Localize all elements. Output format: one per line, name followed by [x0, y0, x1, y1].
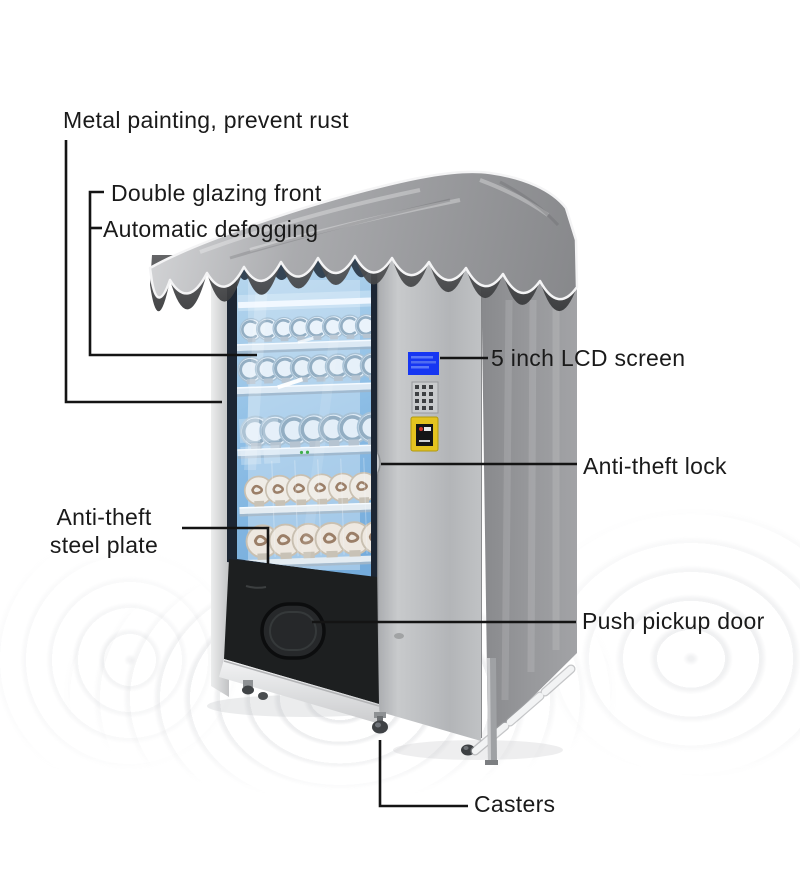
glass-reflection	[244, 254, 270, 470]
led-glint	[277, 377, 304, 390]
callout-line-metal-painting	[64, 140, 222, 404]
lcd-screen	[408, 352, 439, 375]
base-frame	[219, 659, 380, 724]
canopy-folds	[199, 178, 550, 254]
callout-label-anti-theft-steel-plate: Anti-theft steel plate	[33, 503, 175, 559]
panel-scratch	[245, 585, 267, 589]
callout-label-lcd-screen: 5 inch LCD screen	[491, 345, 686, 371]
window-reflection	[238, 417, 281, 466]
caster-wheels	[242, 680, 475, 756]
door-dimple	[394, 633, 404, 639]
pickup-door	[260, 602, 326, 660]
cover-folds	[501, 299, 560, 701]
shelves	[237, 339, 371, 569]
callout-lines	[64, 140, 577, 808]
callout-label-metal-painting: Metal painting, prevent rust	[63, 107, 349, 133]
lane-dividers	[271, 457, 368, 557]
callout-line-double-glazing	[88, 190, 257, 357]
callout-label-push-pickup-door: Push pickup door	[582, 608, 765, 634]
steel-plate-line2: steel plate	[49, 532, 159, 558]
callout-label-anti-theft-lock: Anti-theft lock	[583, 453, 727, 479]
trolley-rail	[470, 658, 576, 765]
callout-label-double-glazing: Double glazing front	[111, 180, 322, 206]
card-reader	[410, 416, 439, 452]
steel-plate-line1: Anti-theft	[56, 504, 152, 530]
keypad	[411, 381, 439, 414]
machine-interior	[237, 254, 371, 570]
callout-label-automatic-defogging: Automatic defogging	[103, 216, 319, 242]
base-seam	[223, 660, 380, 707]
callout-label-casters: Casters	[474, 791, 556, 817]
cover-side-panel	[481, 258, 577, 741]
led-glint	[297, 336, 314, 344]
canopy-creases	[229, 180, 560, 260]
ceiling-light	[237, 297, 371, 309]
glass-reflection	[300, 332, 340, 560]
cabinet-frame	[211, 261, 229, 697]
callout-line-casters	[378, 740, 468, 808]
callout-line-steel-plate	[182, 526, 270, 564]
canopy-cover	[148, 170, 579, 301]
machine-door	[377, 247, 481, 741]
